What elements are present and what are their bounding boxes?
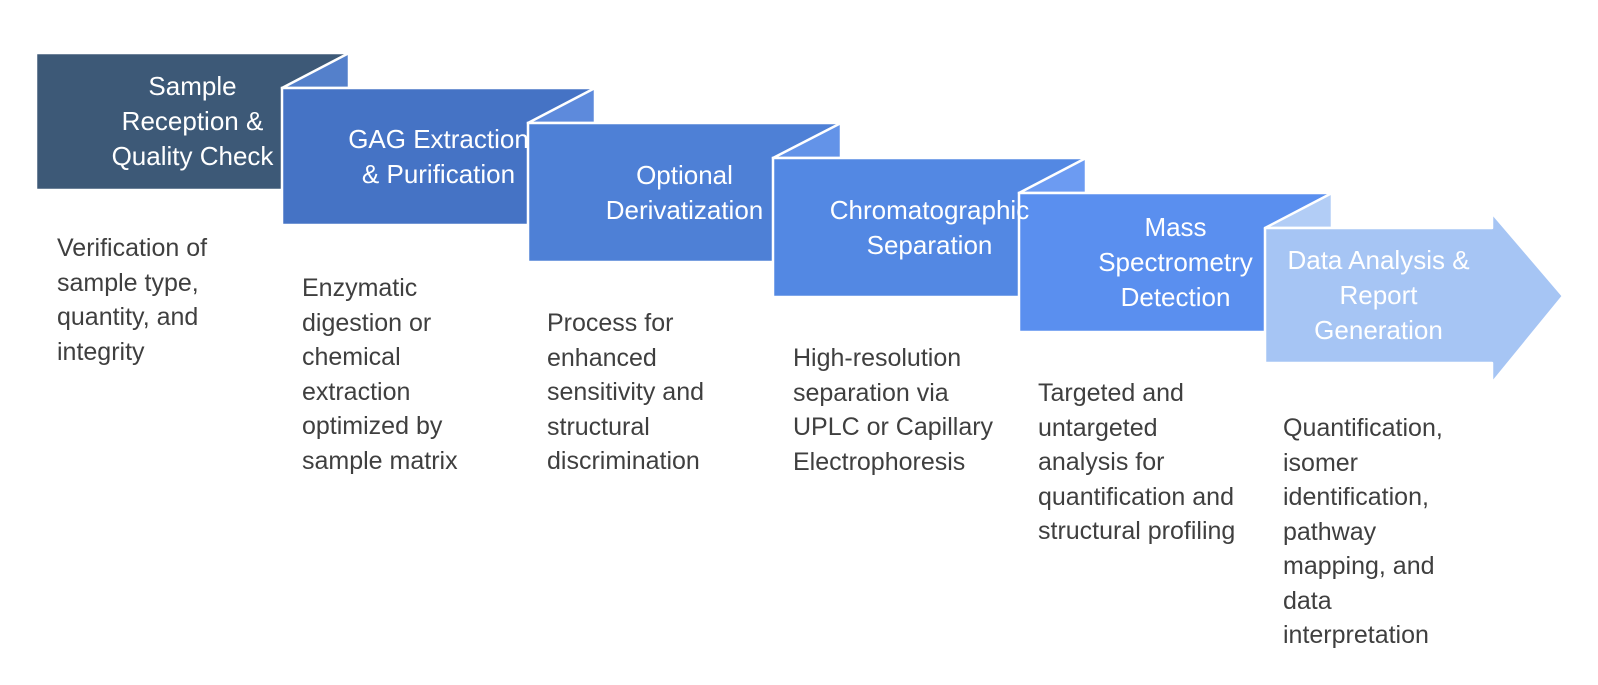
step-2-description: Enzymatic digestion or chemical extracti…	[302, 274, 458, 475]
step-1-description: Verification of sample type, quantity, a…	[57, 234, 208, 366]
step-4-description: High-resolution separation via UPLC or C…	[793, 344, 994, 476]
step-3-description: Process for enhanced sensitivity and str…	[547, 309, 705, 475]
step-6-arrow-shape	[1263, 211, 1565, 385]
step-6-description: Quantification, isomer identification, p…	[1283, 414, 1443, 649]
step-5-description: Targeted and untargeted analysis for qua…	[1038, 379, 1236, 545]
